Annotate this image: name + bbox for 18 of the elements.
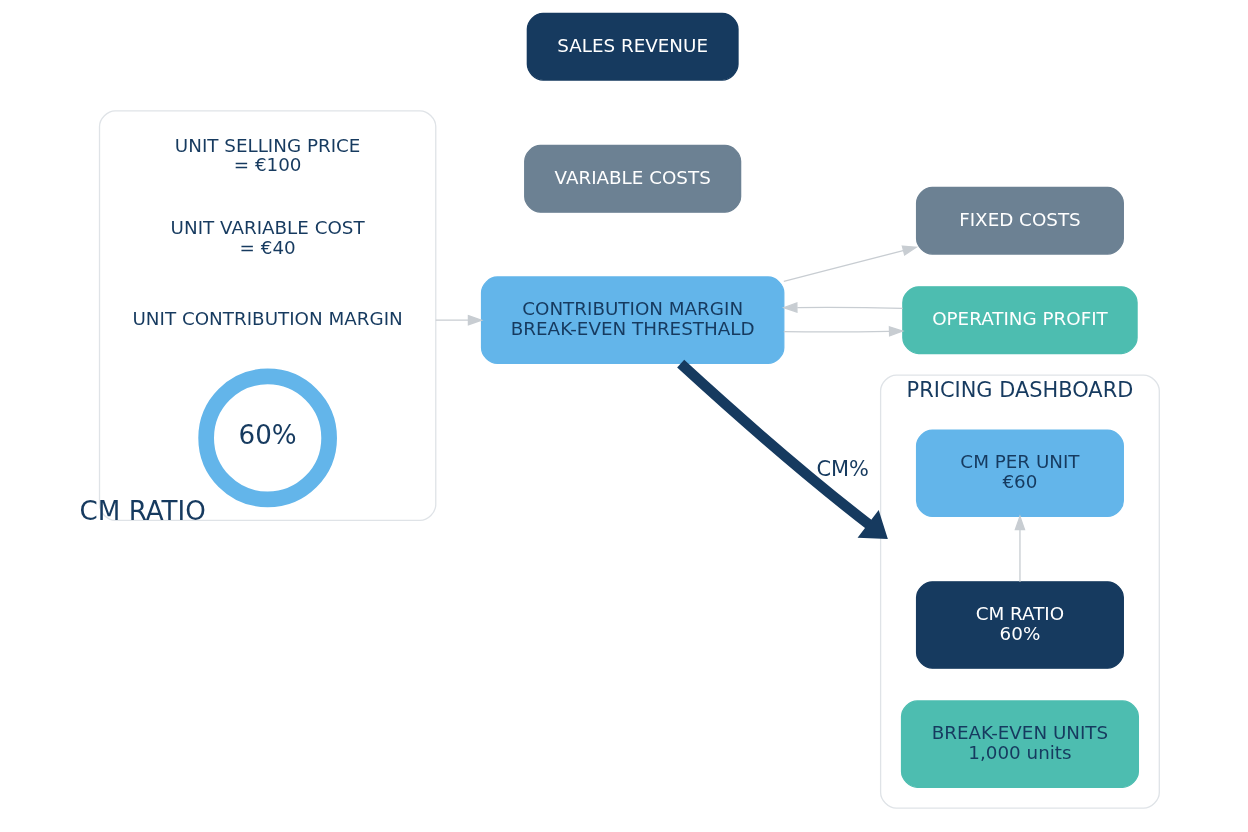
arrow — [782, 245, 918, 283]
node-text: UNIT CONTRIBUTION MARGIN — [131, 308, 403, 329]
node-box: OPERATING PROFIT — [901, 286, 1138, 355]
node-box: FIXED COSTS — [915, 186, 1124, 255]
node-box: CM PER UNIT €60 — [915, 429, 1124, 518]
node-box: SALES REVENUE — [526, 12, 739, 81]
arrow — [434, 314, 483, 326]
arrow — [676, 359, 888, 539]
arrow — [782, 325, 905, 337]
node-text: UNIT SELLING PRICE = €100 — [174, 134, 360, 176]
node-text: UNIT VARIABLE COST = €40 — [170, 217, 365, 258]
edge-label: CM% — [815, 456, 869, 481]
arrow — [1013, 514, 1025, 583]
node-box: VARIABLE COSTS — [523, 144, 741, 213]
node-box: BREAK-EVEN UNITS 1,000 units — [900, 700, 1139, 788]
node-box: CM RATIO 60% — [915, 581, 1124, 669]
arrow — [781, 302, 903, 314]
node-box: CONTRIBUTION MARGIN BREAK-EVEN THRESTHALD — [480, 276, 784, 364]
